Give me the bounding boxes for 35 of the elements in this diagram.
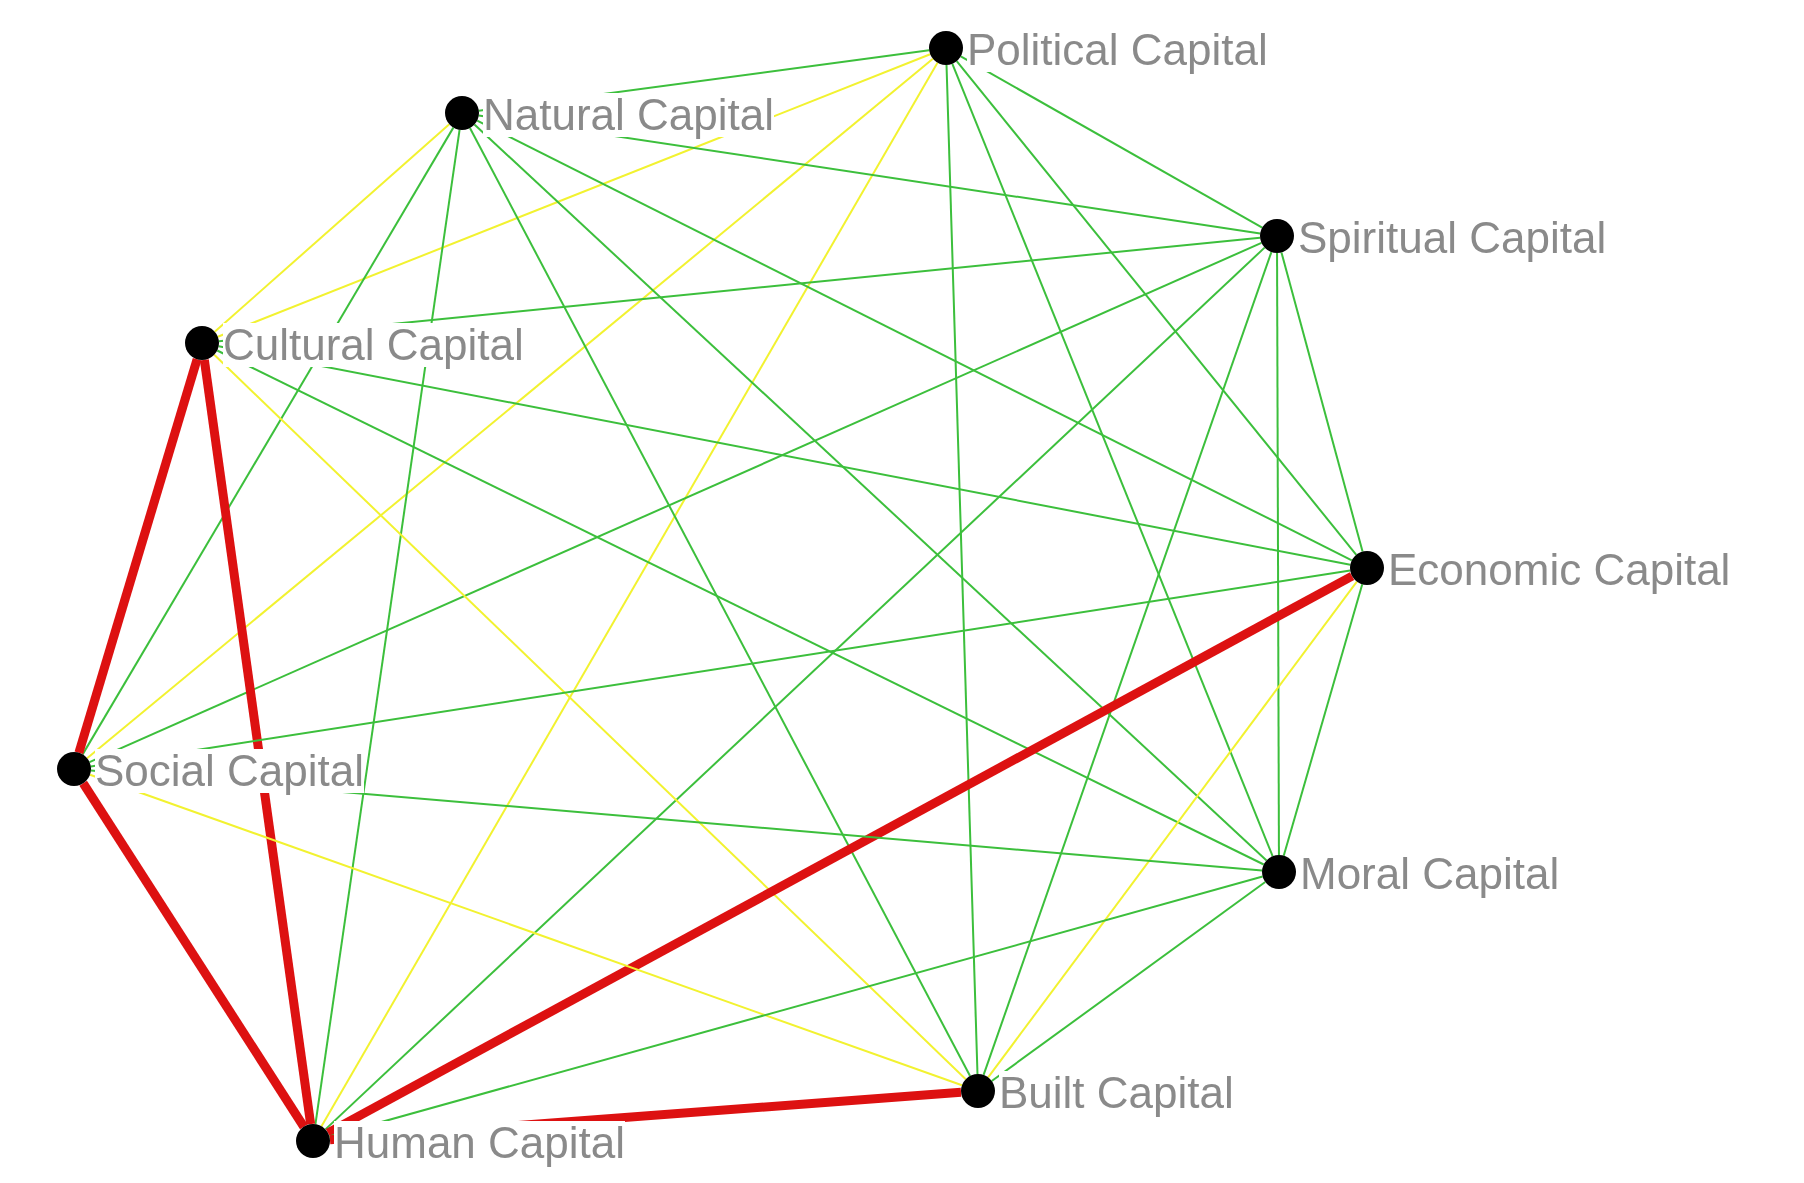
connector-line — [213, 123, 451, 333]
connector-line — [1280, 251, 1364, 553]
connector-line — [89, 773, 963, 1087]
connector-line — [955, 60, 1358, 556]
connector-line — [88, 241, 1263, 764]
node-label: Built Capital — [999, 1071, 1234, 1115]
connector-line — [81, 126, 455, 756]
connector-line — [79, 780, 308, 1130]
connector-line — [217, 345, 1352, 566]
connector-line — [468, 127, 972, 1077]
node-label: Human Capital — [334, 1121, 626, 1165]
connector-line — [476, 119, 1353, 562]
connector-line — [314, 128, 461, 1126]
connector-line — [199, 359, 316, 1125]
node-label: Social Capital — [95, 749, 365, 793]
connector-line — [473, 123, 1268, 862]
node-label: Cultural Capital — [223, 323, 524, 367]
connector-line — [89, 569, 1352, 768]
connector-line — [987, 580, 1358, 1079]
connector-line — [959, 55, 1264, 229]
connector-line — [945, 64, 979, 1075]
node-label: Natural Capital — [483, 93, 775, 137]
connector-line — [216, 349, 1265, 866]
connector-line — [982, 251, 1273, 1076]
connector-line — [86, 57, 934, 760]
connector-line — [990, 881, 1267, 1082]
connector-line — [325, 572, 1355, 1137]
connector-line — [1282, 583, 1364, 857]
connector-line — [320, 61, 939, 1128]
connector-line — [324, 246, 1266, 1131]
connector-line — [74, 357, 202, 755]
connector-line — [951, 62, 1274, 858]
connector-line — [216, 53, 932, 338]
connector-line — [213, 353, 967, 1081]
connector-line — [1276, 252, 1280, 856]
